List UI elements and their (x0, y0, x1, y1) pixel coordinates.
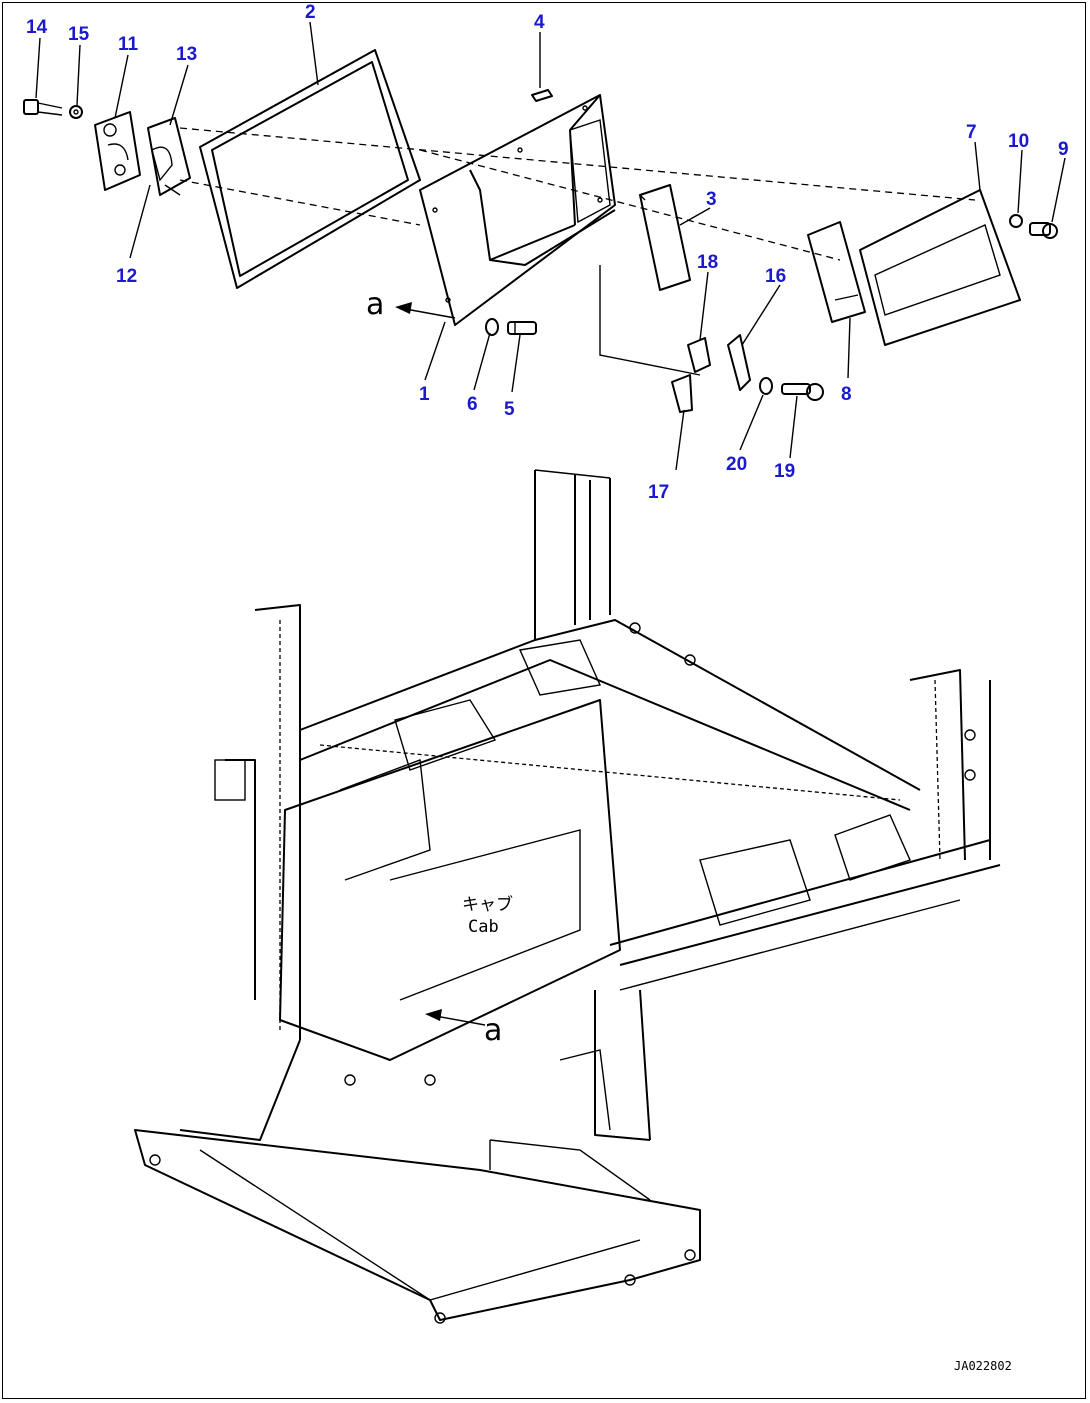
part-label-1: 1 (419, 384, 430, 405)
part-label-6: 6 (467, 394, 478, 415)
part-label-17: 17 (648, 482, 669, 503)
view-marker-lower: a (484, 1013, 502, 1048)
part-label-20: 20 (726, 454, 747, 475)
part-8-foam-strip (807, 221, 866, 323)
part-label-9: 9 (1058, 139, 1069, 160)
part-label-15: 15 (68, 24, 90, 45)
part-label-12: 12 (116, 266, 137, 287)
part-1-duct-frame (419, 94, 616, 326)
part-label-13: 13 (176, 44, 197, 65)
part-label-3: 3 (706, 189, 717, 210)
part-label-2: 2 (305, 2, 316, 23)
drawing-code: JA022802 (954, 1359, 1012, 1373)
cab-label-english: Cab (468, 917, 499, 937)
part-label-19: 19 (774, 461, 795, 482)
cab-frame (134, 469, 1001, 1324)
part-number-labels: 14 15 11 13 12 2 4 3 1 6 5 18 16 17 20 1… (26, 2, 1069, 503)
part-2-gasket (199, 49, 421, 289)
part-11-13-lock-assembly (94, 111, 191, 196)
part-label-14: 14 (26, 17, 48, 38)
part-5-6-bolt-washer (485, 318, 537, 336)
part-14-15-bolt-washer (23, 99, 83, 119)
part-label-18: 18 (697, 252, 718, 273)
view-marker-upper: a (366, 287, 384, 322)
view-a-arrows (395, 302, 486, 1026)
part-4-pad (531, 89, 553, 102)
part-label-8: 8 (841, 384, 852, 405)
part-label-16: 16 (765, 266, 786, 287)
cab-label-japanese: キャブ (462, 894, 513, 915)
leader-lines (35, 21, 1066, 471)
part-label-7: 7 (966, 122, 977, 143)
part-19-20-bolt-washer (759, 377, 824, 401)
part-label-5: 5 (504, 399, 515, 420)
part-9-10-bolt-washer (1009, 214, 1058, 239)
part-label-10: 10 (1008, 131, 1029, 152)
part-label-4: 4 (534, 12, 545, 33)
view-a-arrowhead-lower (425, 1009, 442, 1021)
part-7-cover-panel (859, 189, 1021, 346)
part-16-18-clips (671, 334, 751, 413)
part-label-11: 11 (118, 34, 139, 55)
part-3-foam-block (639, 184, 691, 291)
view-a-arrowhead-upper (395, 302, 412, 314)
